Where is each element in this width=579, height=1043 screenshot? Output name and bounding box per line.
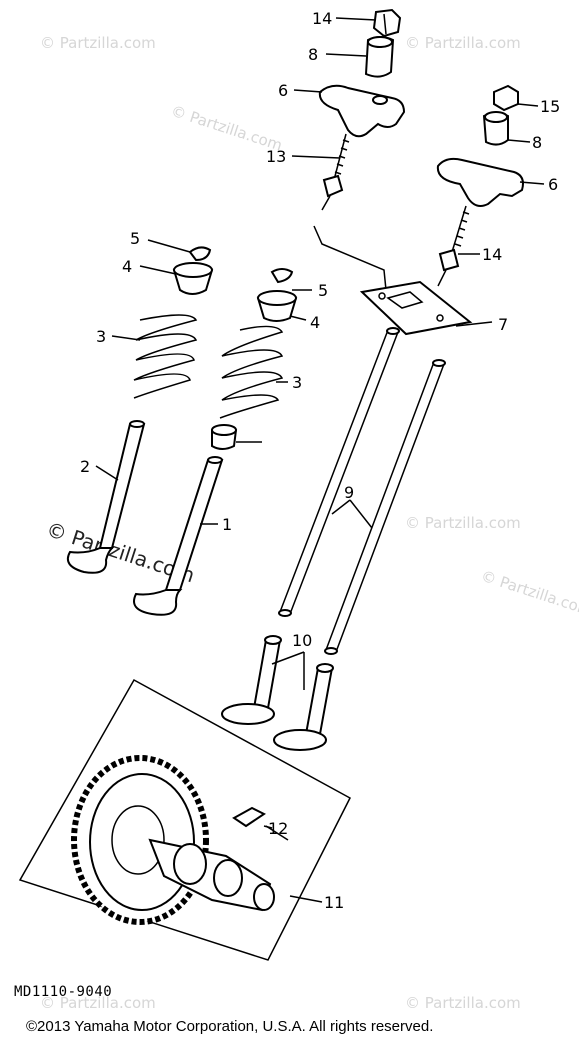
callout-3-left: 3 <box>96 327 106 346</box>
callout-8-upper: 8 <box>308 45 318 64</box>
callout-13-right: 14 <box>482 245 502 264</box>
callout-14-right: 15 <box>540 97 560 116</box>
callout-5-right: 5 <box>318 281 328 300</box>
nut-part-14-right <box>493 84 519 112</box>
valve-seal-part-15 <box>211 424 238 450</box>
callout-1: 1 <box>222 515 232 534</box>
callout-12: 12 <box>268 819 288 838</box>
callout-11: 11 <box>324 893 344 912</box>
watermark: © Partzilla.com <box>40 994 156 1012</box>
callout-13-upper: 13 <box>266 147 286 166</box>
watermark: © Partzilla.com <box>405 34 521 52</box>
valve-keepers-part-5 <box>188 246 294 284</box>
diagram-code: MD1110-9040 <box>14 984 113 1000</box>
watermark: © Partzilla.com <box>40 34 156 52</box>
callout-14-upper: 14 <box>312 9 332 28</box>
adjusting-screw-part-13-upper <box>313 133 387 291</box>
nut-part-14-upper <box>372 8 402 38</box>
callout-8-right: 8 <box>532 133 542 152</box>
rocker-arm-part-6-upper <box>318 84 406 138</box>
push-rods-part-9 <box>278 327 446 655</box>
callout-6-right: 6 <box>548 175 558 194</box>
callout-9: 9 <box>344 483 354 502</box>
copyright-footer: ©2013 Yamaha Motor Corporation, U.S.A. A… <box>26 1018 434 1035</box>
spring-retainers-part-4 <box>172 262 298 322</box>
valve-part-1 <box>133 456 224 616</box>
plate-part-7 <box>359 280 473 336</box>
watermark: © Partzilla.com <box>479 567 579 620</box>
callout-4-left: 4 <box>122 257 132 276</box>
callout-4-right: 4 <box>310 313 320 332</box>
camshaft-assembly-part-11 <box>18 678 351 961</box>
valve-springs-part-3 <box>133 314 284 419</box>
valve-part-2 <box>66 420 146 574</box>
callout-10: 10 <box>292 631 312 650</box>
watermark: © Partzilla.com <box>405 994 521 1012</box>
callout-6-upper: 6 <box>278 81 288 100</box>
pivot-part-8-upper <box>364 36 395 78</box>
watermark: © Partzilla.com <box>405 514 521 532</box>
callout-labels: 14 8 6 13 15 8 6 14 7 5 4 3 5 4 3 2 1 9 … <box>80 9 560 912</box>
rocker-arm-part-6-right <box>436 157 524 207</box>
adjusting-screw-part-13-right <box>437 205 470 287</box>
callout-3-right: 3 <box>292 373 302 392</box>
callout-7: 7 <box>498 315 508 334</box>
valve-lifters-part-10 <box>221 635 334 751</box>
callout-2: 2 <box>80 457 90 476</box>
leader-lines <box>95 17 545 903</box>
pivot-part-8-right <box>482 111 509 146</box>
callout-5-left: 5 <box>130 229 140 248</box>
